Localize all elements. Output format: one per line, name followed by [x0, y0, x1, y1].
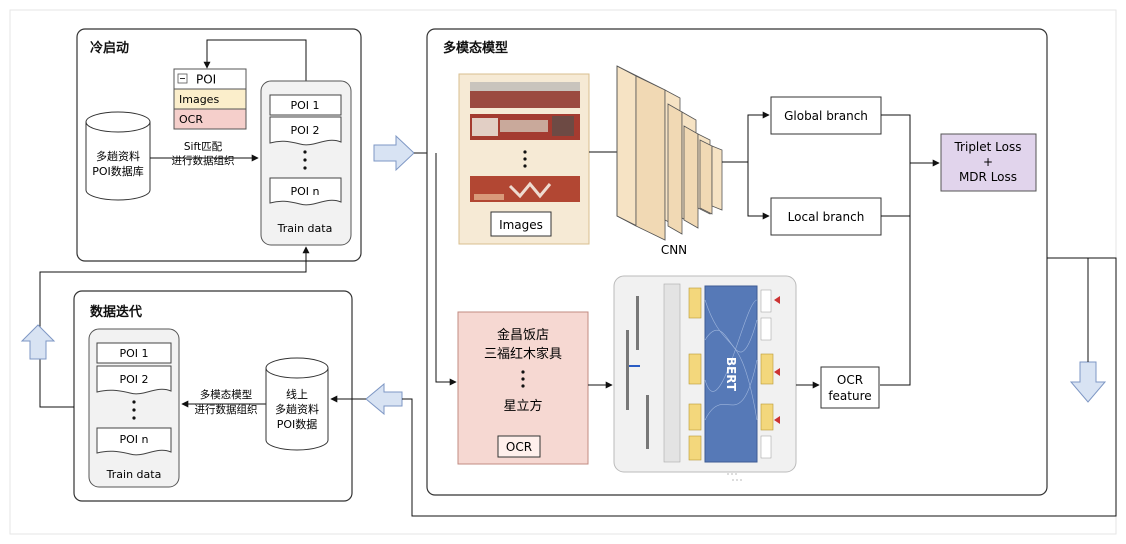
poi-images-label: Images [179, 93, 219, 106]
train-data-label: Train data [106, 468, 162, 481]
ocr-label-box [497, 435, 541, 458]
bert-label: BERT [724, 357, 738, 392]
cold-start-edge-line1: Sift匹配 [184, 141, 223, 153]
block-arrow-down [1069, 361, 1107, 403]
return-loop-line [402, 257, 1117, 517]
global-branch-box [770, 96, 882, 135]
ocr-label: OCR [506, 440, 532, 454]
cold-start-db-line1: 多趟资料 [96, 149, 140, 163]
ocr-feature-line1: OCR [837, 373, 863, 387]
loss-line2: + [983, 155, 993, 169]
train-doc-item [269, 116, 342, 146]
train-data-label: Train data [277, 222, 333, 235]
to-local-arrow [747, 162, 770, 220]
cold-start-loop-arrow [203, 39, 307, 81]
cold-start-panel: 冷启动 多趟资料 POI数据库 Sift匹配 进行数据组织 POI Images… [76, 28, 362, 262]
train-doc-item [96, 365, 172, 395]
loss-line1: Triplet Loss [953, 140, 1021, 154]
poi-table-header: POI [196, 73, 216, 87]
data-iteration-panel: 数据迭代 POI 1 POI 2 POI n Train data 多模态模型 … [73, 290, 353, 502]
train-doc-item [269, 177, 342, 206]
ocr-feature-box [820, 366, 880, 409]
ocr-text-1: 金昌饭店 [497, 327, 549, 343]
iteration-db-line1: 线上 [286, 387, 308, 401]
ocr-feature-line2: feature [828, 389, 871, 403]
ocr-text-2: 三福红木家具 [484, 346, 562, 362]
model-to-output-line [1047, 257, 1089, 362]
ocr-text-3: 星立方 [503, 398, 542, 414]
loss-box [940, 133, 1037, 192]
block-arrow-left [365, 382, 403, 416]
cold-start-db-line2: POI数据库 [92, 164, 144, 178]
train-doc-label: POI n [119, 433, 148, 446]
images-label-box [490, 211, 552, 237]
train-doc-label: POI 2 [119, 373, 148, 386]
cold-start-database: 多趟资料 POI数据库 [85, 111, 151, 201]
iteration-db-line2: 多趟资料 [275, 402, 319, 416]
images-panel: Images [458, 73, 590, 245]
local-branch-label: Local branch [788, 210, 865, 224]
to-global-arrow [722, 111, 770, 163]
iteration-db-line3: POI数据 [277, 417, 318, 431]
multimodal-model-panel: 多模态模型 Images [426, 28, 1048, 496]
bert-encoder [704, 285, 758, 463]
train-doc-item [96, 342, 172, 364]
train-doc-label: POI n [290, 185, 319, 198]
iteration-edge-line2: 进行数据组织 [195, 403, 258, 416]
images-label: Images [499, 218, 543, 232]
model-title: 多模态模型 [443, 40, 508, 56]
iteration-database: 线上 多趟资料 POI数据 [265, 357, 329, 451]
cold-start-train-data: POI 1 POI 2 POI n Train data [260, 80, 352, 246]
to-ocr-arrow [435, 153, 457, 386]
ocr-panel: 金昌饭店 三福红木家具 星立方 OCR [457, 311, 589, 465]
global-branch-label: Global branch [784, 109, 868, 123]
cold-start-title: 冷启动 [90, 40, 129, 56]
poi-ocr-label: OCR [179, 113, 203, 126]
poi-ocr-row [173, 108, 247, 130]
train-doc-item [269, 94, 342, 116]
block-arrow-up [20, 324, 56, 360]
iteration-to-coldstart-line [39, 246, 310, 408]
train-doc-label: POI 2 [290, 124, 319, 137]
bert-block: BERT [613, 275, 797, 481]
cold-start-edge-line2: 进行数据组织 [172, 154, 235, 167]
iteration-train-data: POI 1 POI 2 POI n Train data [88, 328, 180, 488]
poi-schema-table: POI Images OCR [173, 68, 247, 130]
loss-line3: MDR Loss [959, 170, 1017, 184]
iteration-title: 数据迭代 [90, 304, 142, 320]
train-doc-label: POI 1 [290, 99, 319, 112]
cnn-stack: CNN [616, 65, 723, 257]
train-doc-item [96, 427, 172, 456]
local-branch-box [770, 197, 882, 236]
train-doc-label: POI 1 [119, 347, 148, 360]
iteration-edge-line1: 多模态模型 [200, 388, 253, 401]
block-arrow-right [373, 134, 415, 172]
merge-line [880, 114, 911, 386]
cnn-label: CNN [661, 243, 687, 257]
